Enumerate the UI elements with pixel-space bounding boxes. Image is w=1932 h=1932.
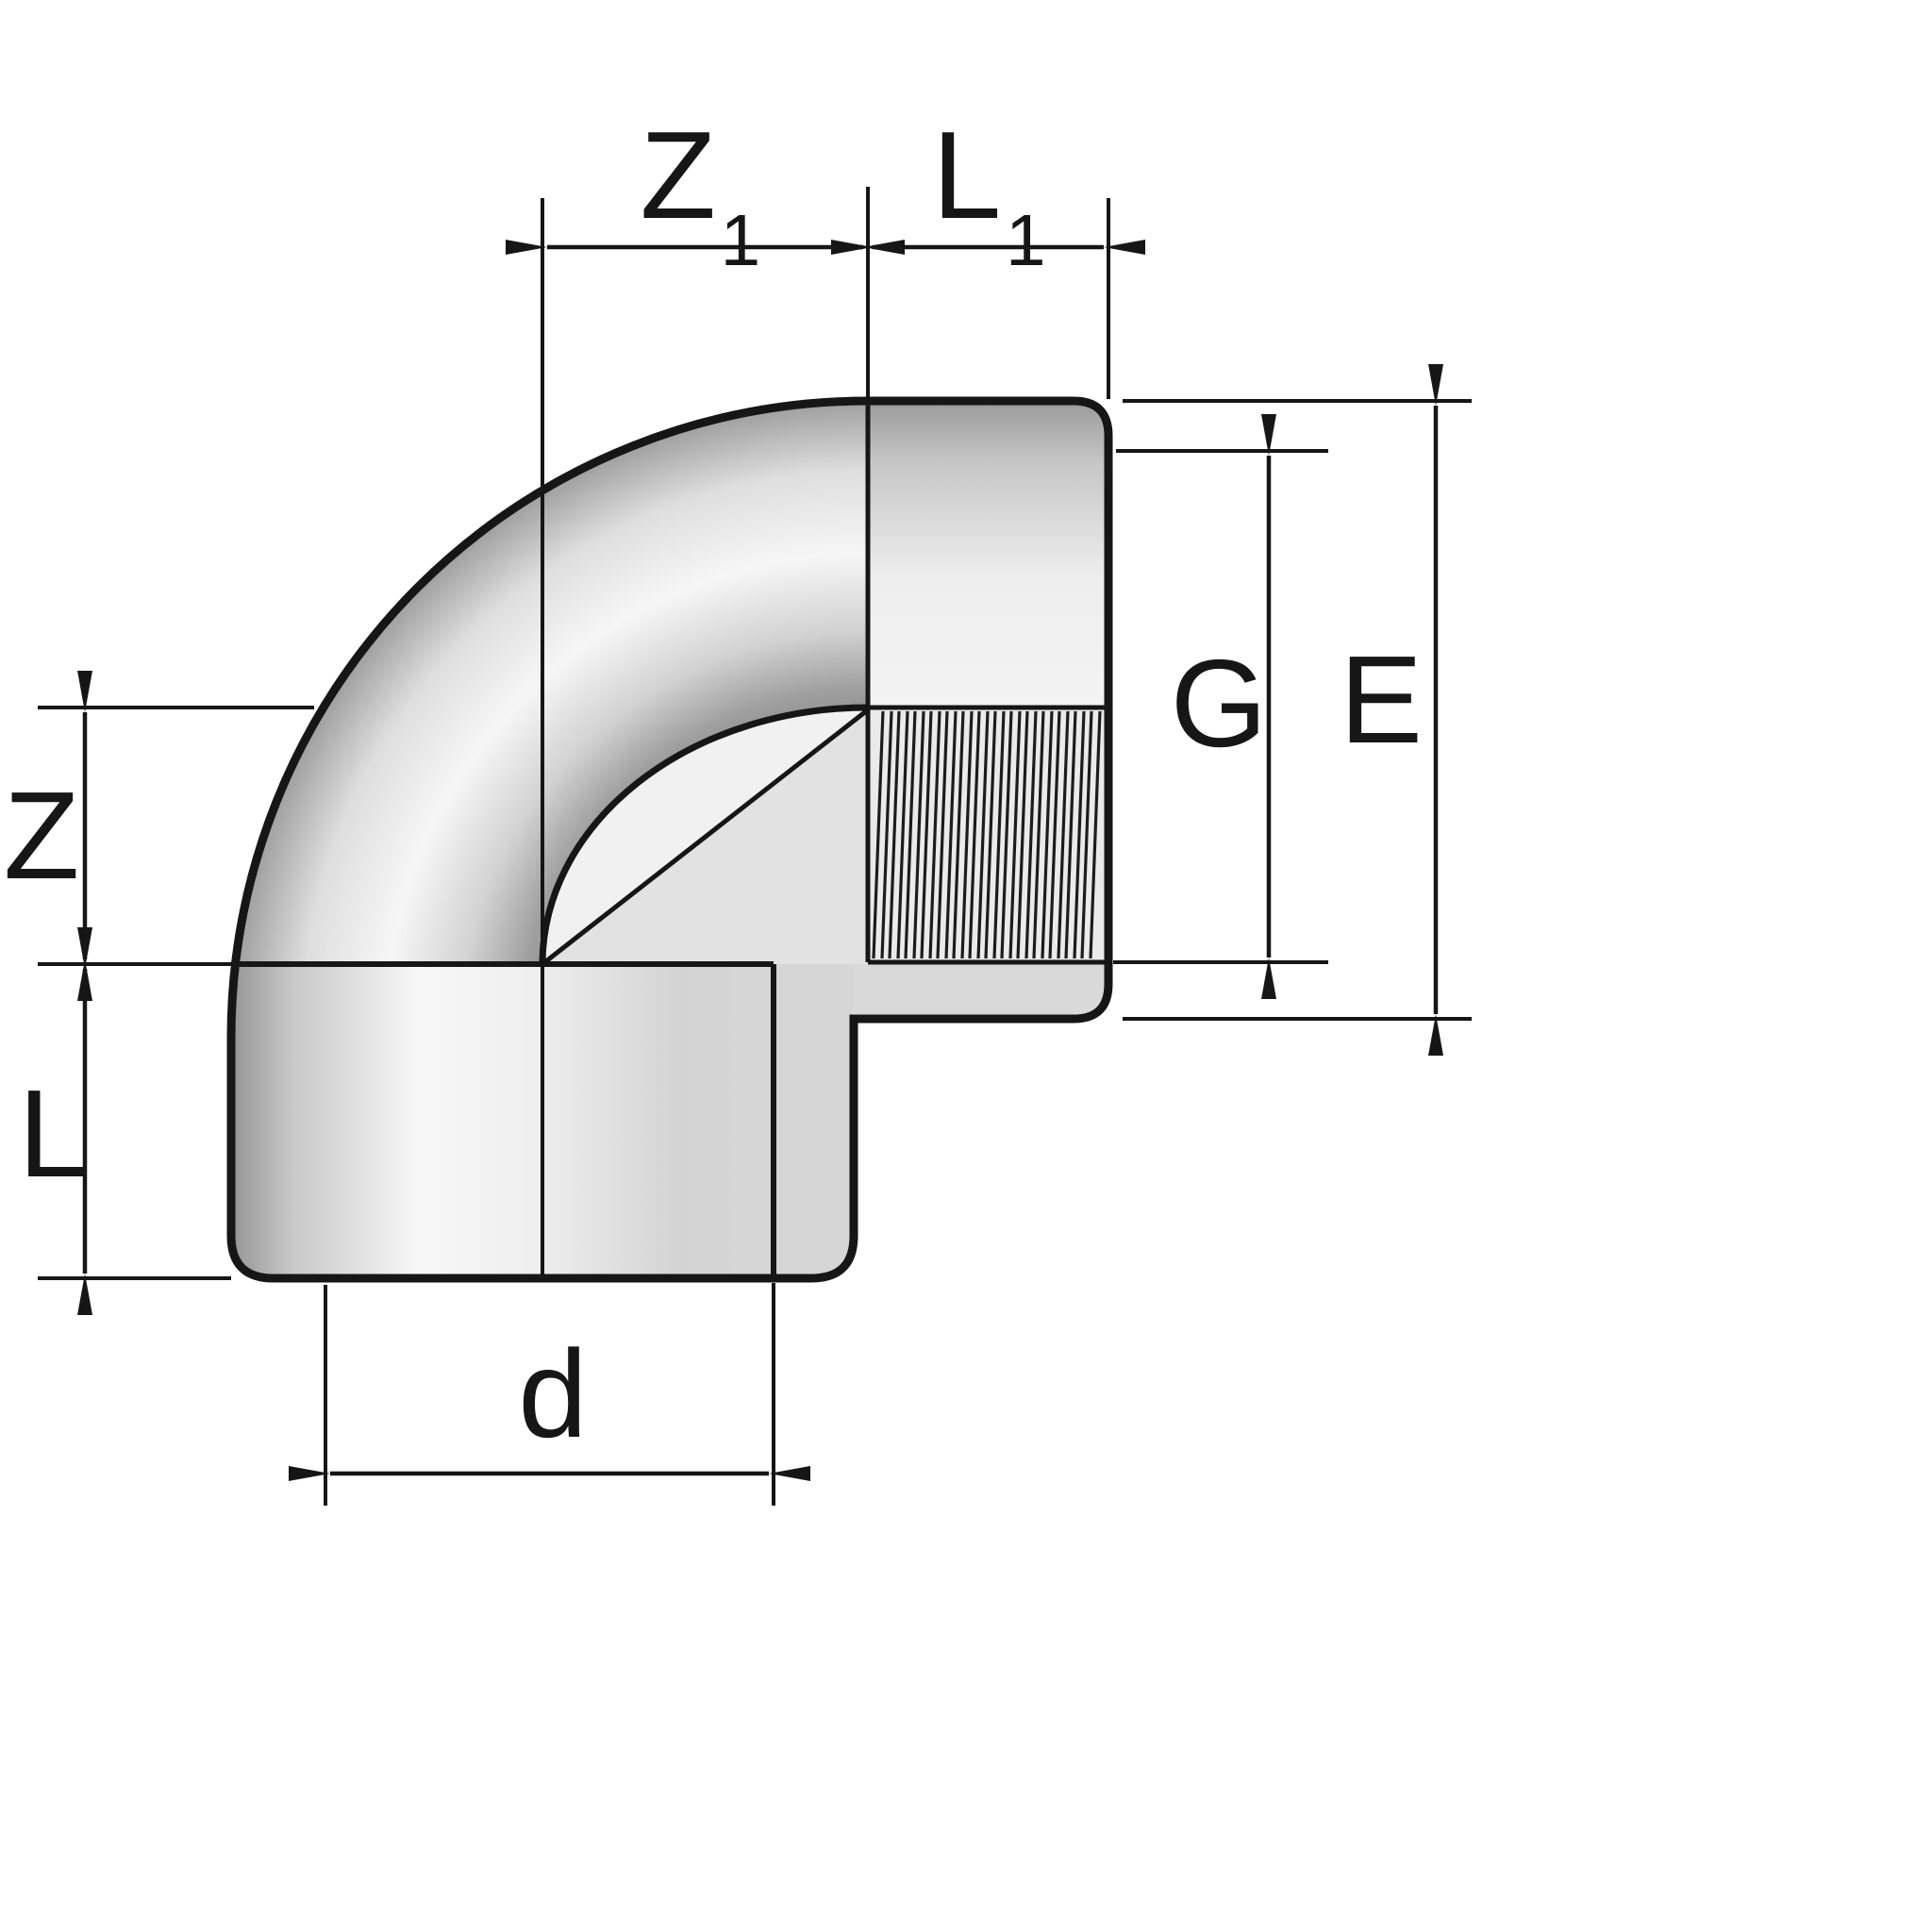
transition-diagonal [541, 709, 868, 966]
dim-label-d: d [518, 1332, 587, 1457]
dim-label-l: L [18, 1072, 87, 1196]
dim-label-e-base: E [1339, 630, 1424, 769]
thread-hatching [872, 710, 1102, 959]
dim-label-l1: L1 [932, 113, 1046, 278]
dim-label-l-base: L [18, 1064, 88, 1203]
arm-surface [868, 401, 1108, 708]
dim-label-z: Z [4, 774, 80, 898]
dim-label-z1-base: Z [640, 106, 717, 245]
dim-label-g-base: G [1170, 634, 1268, 773]
dim-label-d-base: d [518, 1324, 588, 1463]
dim-label-z-base: Z [3, 766, 80, 905]
dim-label-g: G [1171, 641, 1268, 766]
inner-bend-arc [539, 704, 869, 965]
body-outline [226, 396, 1113, 1283]
dimension-lines [76, 240, 1443, 1481]
bend-surface [231, 401, 868, 1038]
fitting-body [231, 401, 1108, 1278]
internal-edges [226, 396, 1113, 1283]
dim-label-z1-sub: 1 [720, 201, 761, 282]
dim-label-e: E [1340, 638, 1423, 762]
dim-label-z1: Z1 [640, 113, 760, 278]
dim-label-l1-base: L [932, 106, 1002, 245]
dim-label-l1-sub: 1 [1006, 201, 1046, 282]
